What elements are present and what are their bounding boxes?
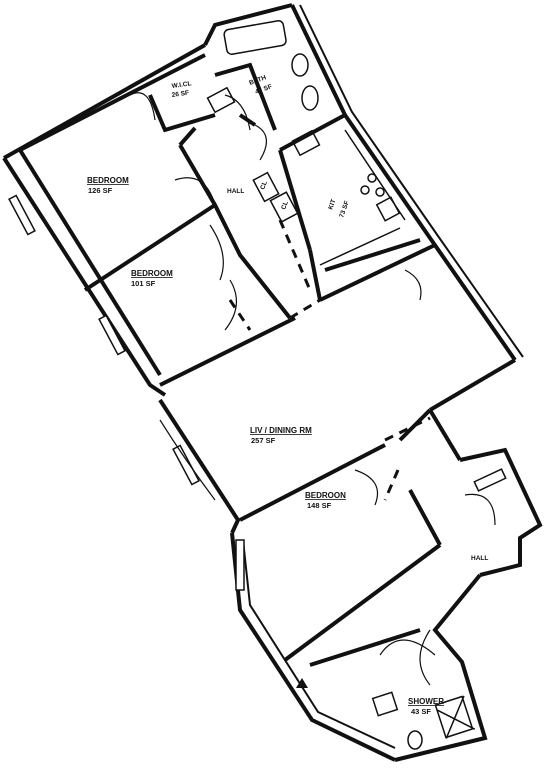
room-hall1-name: HALL bbox=[227, 188, 244, 195]
closet-cl2: CL bbox=[280, 200, 290, 211]
room-kit-area: 73 SF bbox=[338, 200, 351, 219]
room-liv-name: LIV / DINING RM bbox=[250, 426, 312, 435]
interior-walls bbox=[83, 62, 442, 667]
room-hall2-name: HALL bbox=[471, 555, 488, 562]
room-bedroom3-name: BEDROON bbox=[305, 491, 346, 500]
windows bbox=[8, 194, 507, 591]
room-liv-area: 257 SF bbox=[251, 436, 276, 445]
room-labels: W.I.CL 26 SF BATH 47 SF BEDROOM 126 SF H… bbox=[87, 74, 488, 716]
room-shower-area: 43 SF bbox=[411, 707, 431, 716]
room-bedroom3-area: 148 SF bbox=[307, 501, 332, 510]
room-bedroom1-name: BEDROOM bbox=[87, 176, 129, 185]
closet-cl1: CL bbox=[259, 180, 269, 191]
room-bedroom2-area: 101 SF bbox=[131, 279, 156, 288]
room-bedroom2-name: BEDROOM bbox=[131, 269, 173, 278]
room-wicl-name: W.I.CL bbox=[171, 80, 192, 90]
room-wicl-area: 26 SF bbox=[171, 90, 189, 99]
dashed-openings bbox=[228, 219, 431, 501]
doors bbox=[129, 92, 496, 686]
room-shower-name: SHOWER bbox=[408, 697, 444, 706]
room-kit-name: KIT bbox=[327, 198, 337, 210]
fixtures bbox=[206, 20, 476, 750]
room-bedroom1-area: 126 SF bbox=[88, 186, 113, 195]
